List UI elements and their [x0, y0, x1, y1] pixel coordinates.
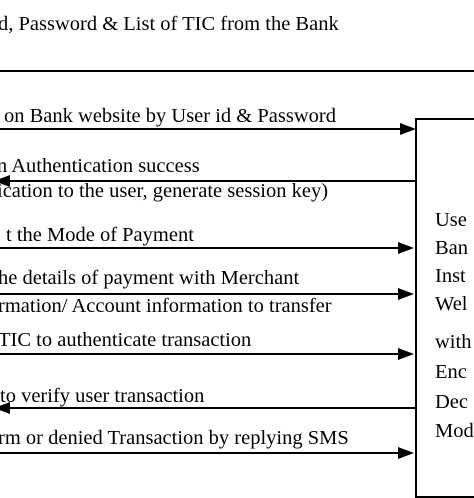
arrow-line	[0, 293, 400, 295]
box-text-line: Inst	[435, 265, 466, 287]
header-text: d, Password & List of TIC from the Bank	[0, 13, 339, 35]
step-label: rm or denied Transaction by replying SMS	[0, 427, 349, 449]
arrow-head-right-icon	[398, 242, 414, 254]
arrow-line	[0, 452, 400, 454]
arrow-line	[0, 128, 402, 130]
box-text-line: Mod	[435, 420, 474, 442]
step-label: he details of payment with Merchant	[0, 267, 300, 289]
step-label: t the Mode of Payment	[6, 224, 194, 246]
box-text-line: Dec	[435, 391, 469, 413]
step-label: on Bank website by User id & Password	[4, 105, 336, 127]
step-label: TIC to authenticate transaction	[0, 329, 252, 351]
step-label: ication to the user, generate session ke…	[0, 180, 329, 202]
step-label: to verify user transaction	[0, 385, 205, 407]
box-text-line: Use	[435, 209, 467, 231]
arrow-line	[0, 407, 415, 409]
box-text-line: Enc	[435, 361, 467, 383]
box-text-line: with	[435, 331, 472, 353]
box-text-line: Wel	[435, 293, 468, 315]
box-text-line: Ban	[435, 237, 469, 259]
arrow-head-right-icon	[398, 288, 414, 300]
arrow-line	[0, 247, 400, 249]
arrow-line	[0, 180, 415, 182]
step-label: n Authentication success	[0, 155, 200, 177]
arrow-head-right-icon	[400, 123, 416, 135]
arrow-head-right-icon	[398, 447, 414, 459]
arrow-head-right-icon	[398, 348, 414, 360]
step-label: rmation/ Account information to transfer	[0, 295, 332, 317]
separator-line	[0, 70, 474, 72]
arrow-line	[0, 353, 400, 355]
